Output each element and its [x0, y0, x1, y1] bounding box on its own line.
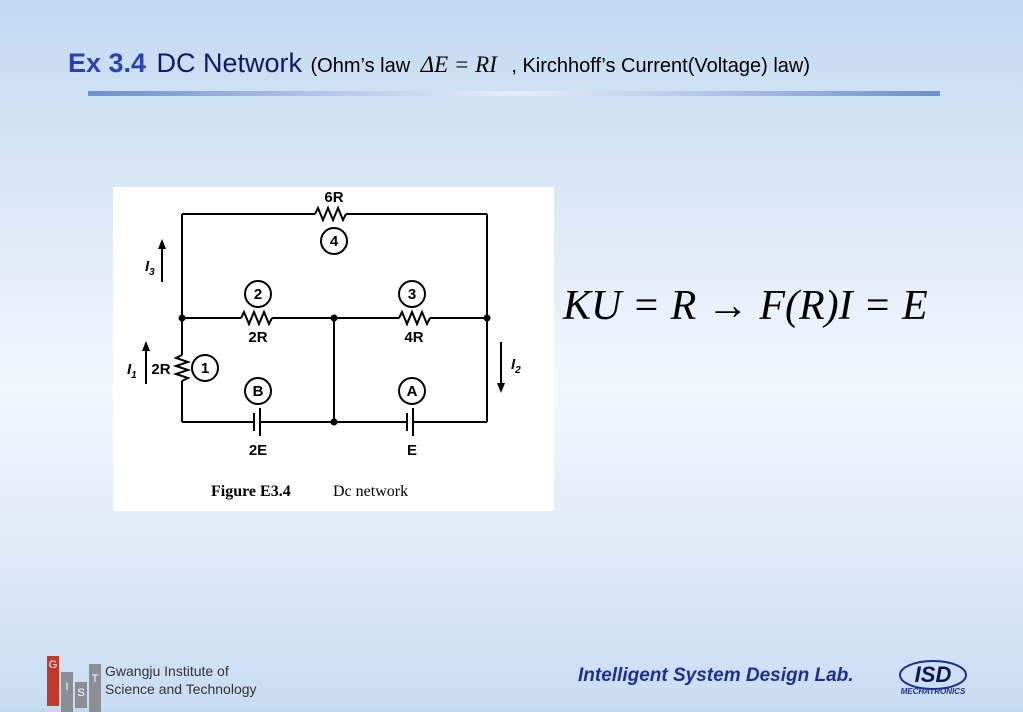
current-i2: I2 — [511, 356, 521, 376]
circuit-figure: 6R 2R 4R 2R 4 2 3 1 B A 2E E I3 I1 I2 Fi… — [113, 187, 554, 511]
main-equation: KU = R → F(R)I = E — [563, 283, 928, 329]
label-2e: 2E — [249, 442, 267, 459]
node-4: 4 — [330, 233, 339, 250]
isd-logo-text: ISD — [915, 662, 952, 687]
gist-letter-g: G — [47, 656, 59, 706]
node-b: B — [253, 383, 264, 400]
figure-caption-text: Dc network — [333, 483, 408, 500]
lab-name: Intelligent System Design Lab. — [578, 665, 854, 686]
circuit-diagram: 6R 2R 4R 2R 4 2 3 1 B A 2E E I3 I1 I2 Fi… — [127, 189, 521, 500]
gist-name-line1: Gwangju Institute of — [105, 663, 229, 679]
ohm-formula: ΔE = RI — [420, 52, 497, 77]
label-e: E — [407, 442, 417, 459]
label-2r-mid: 2R — [248, 329, 267, 346]
label-2r-left: 2R — [151, 361, 170, 378]
subtitle-suffix: , Kirchhoff’s Current(Voltage) law) — [511, 55, 810, 77]
isd-logo-icon: ISD MECHATRONICS — [899, 660, 967, 696]
node-3: 3 — [408, 286, 416, 303]
current-i3: I3 — [145, 258, 155, 278]
label-4r: 4R — [404, 329, 423, 346]
title-underline — [88, 91, 940, 96]
gist-letter-t: T — [89, 664, 101, 712]
node-a: A — [407, 383, 418, 400]
node-1: 1 — [201, 360, 209, 377]
isd-logo: ISD MECHATRONICS — [893, 655, 973, 702]
gist-name: Gwangju Institute of Science and Technol… — [105, 662, 257, 698]
gist-name-line2: Science and Technology — [105, 681, 257, 697]
current-i1: I1 — [127, 361, 137, 381]
isd-logo-sub: MECHATRONICS — [901, 687, 966, 696]
gist-letter-i: I — [61, 672, 73, 712]
topic-label: DC Network — [156, 48, 303, 78]
gist-mark-icon: G I S T — [47, 656, 101, 712]
figure-caption-label: Figure E3.4 — [211, 483, 291, 500]
node-2: 2 — [254, 286, 262, 303]
example-label: Ex 3.4 — [68, 48, 147, 78]
label-6r: 6R — [324, 189, 343, 206]
slide-title: Ex 3.4 DC Network (Ohm’s law ΔE = RI , K… — [68, 48, 810, 79]
gist-letter-s: S — [75, 682, 87, 708]
subtitle-prefix: (Ohm’s law — [310, 55, 411, 77]
